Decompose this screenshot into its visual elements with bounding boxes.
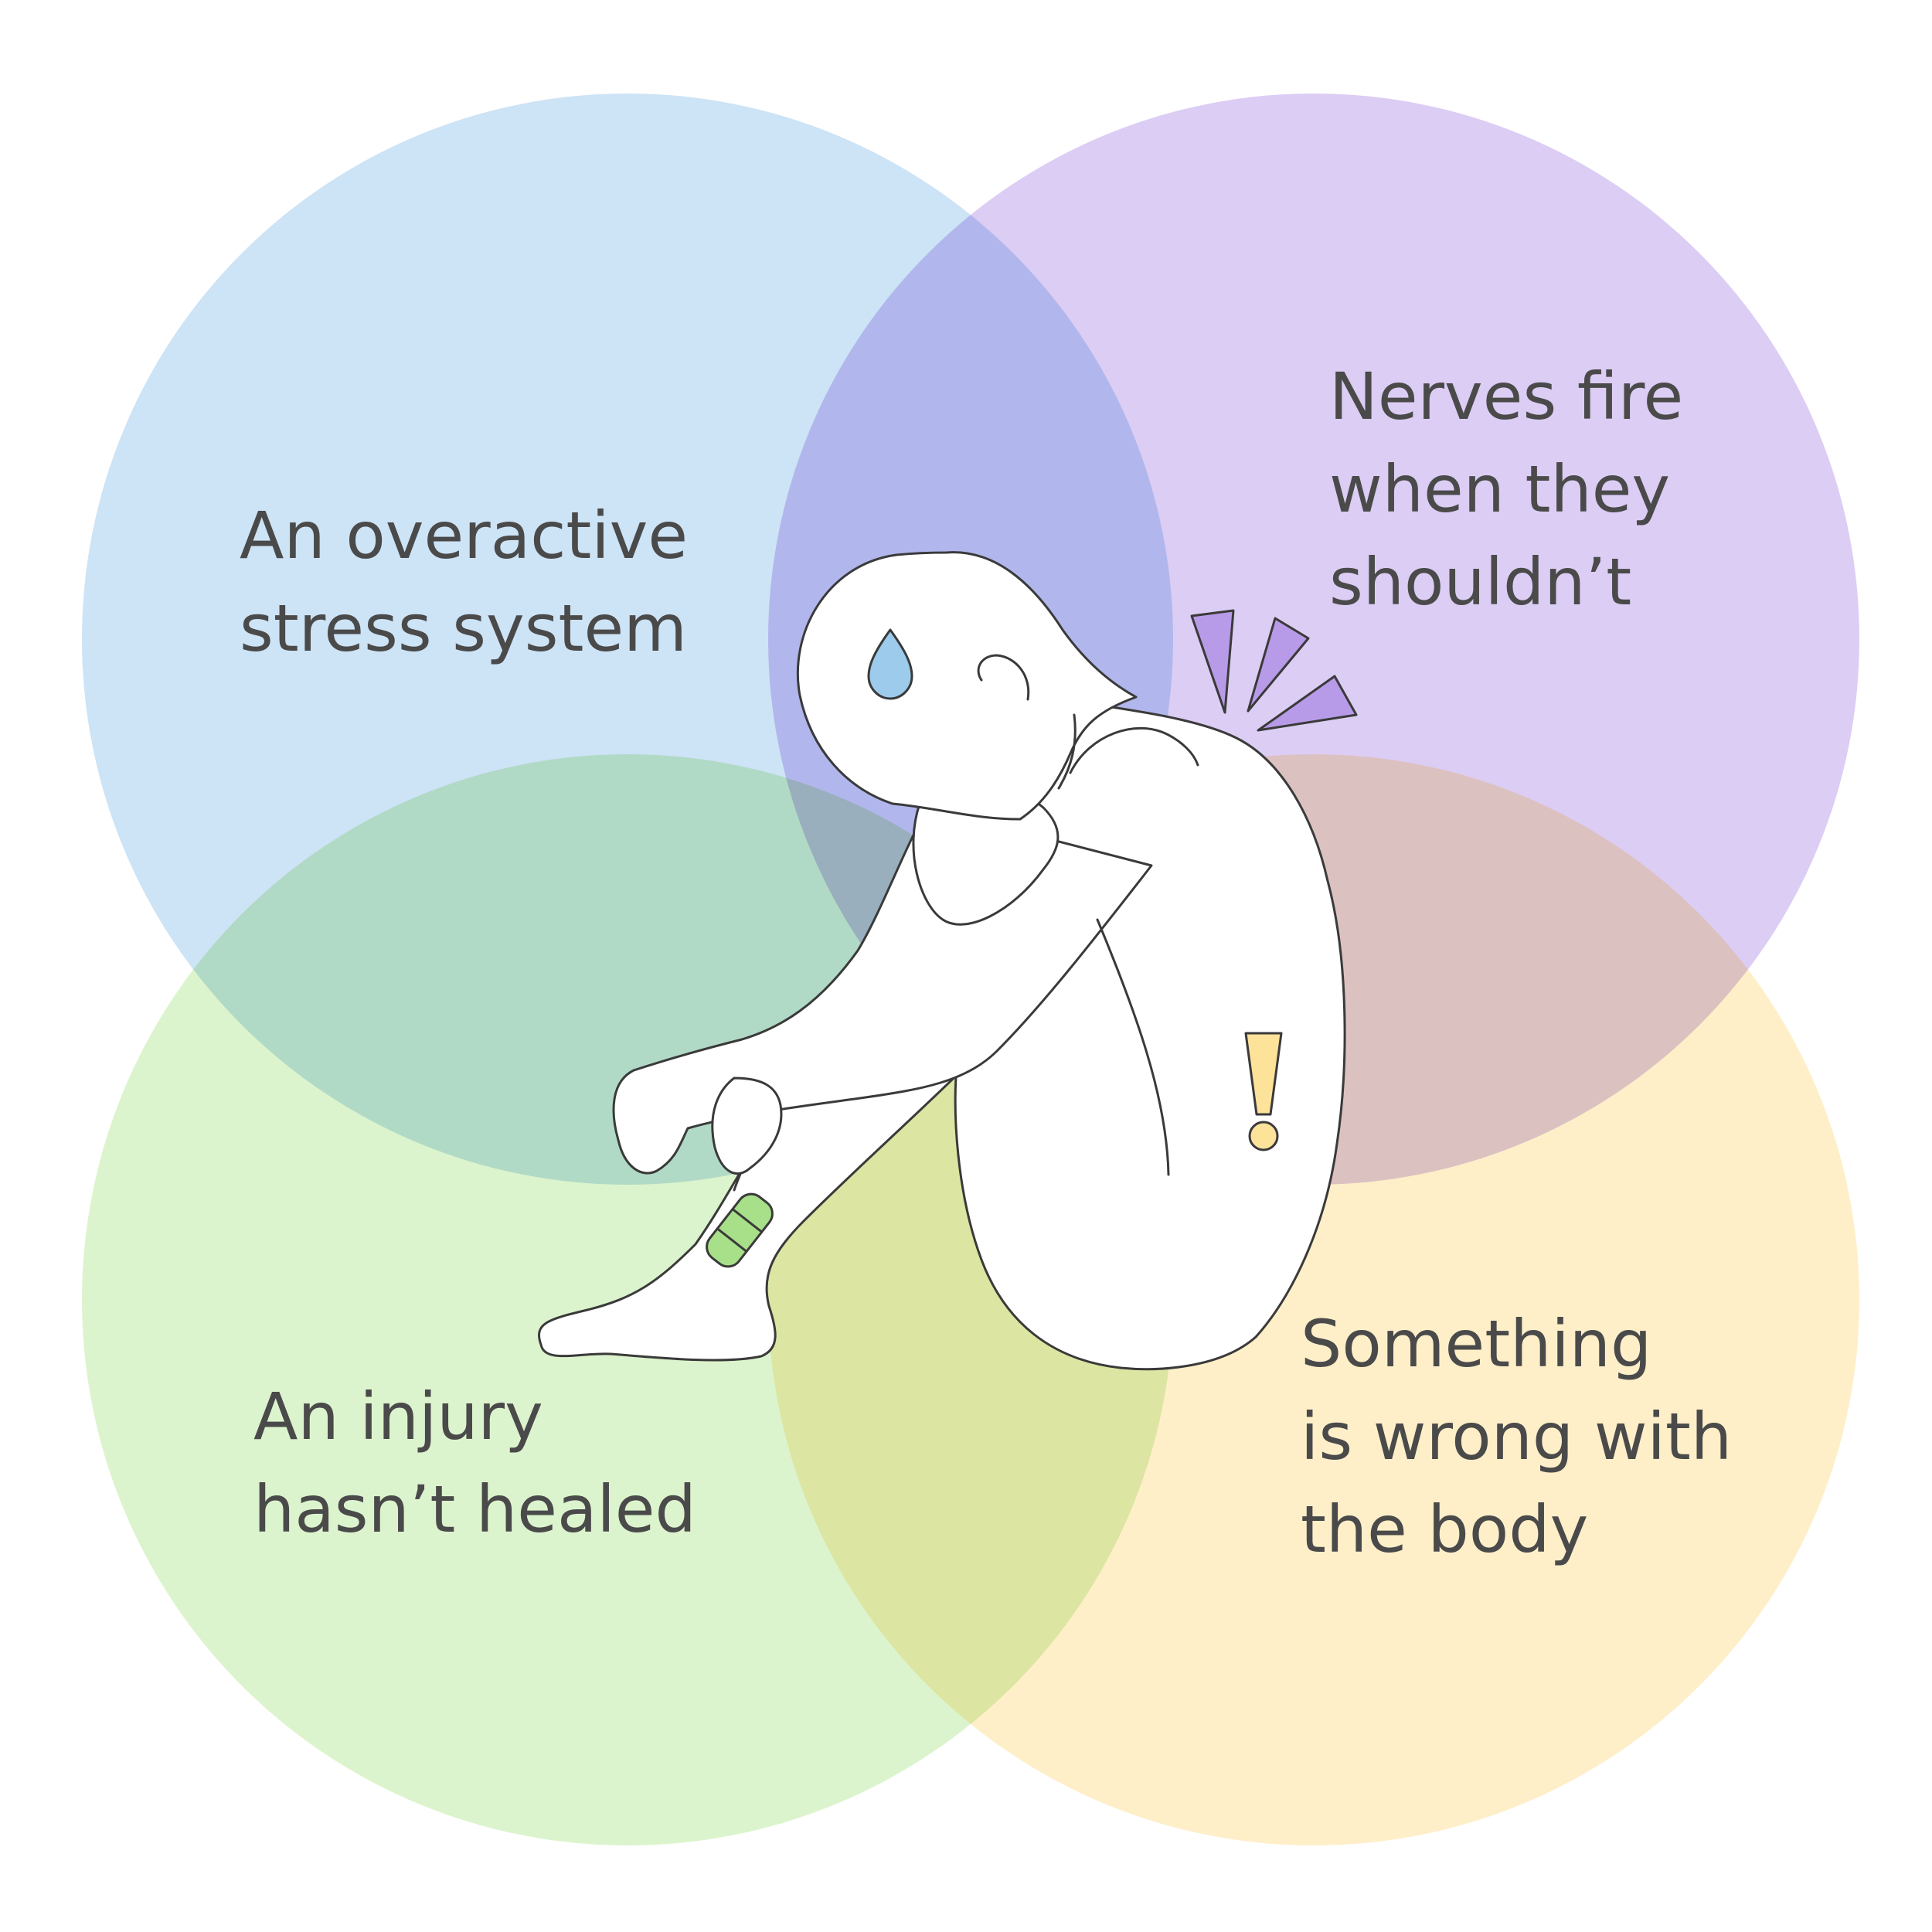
figure-ear: [977, 654, 1030, 701]
label-injury: An injury hasn’t healed: [253, 1379, 696, 1547]
bandage-pad-line-2: [716, 1227, 747, 1253]
figure-back-line: [1096, 918, 1170, 1176]
label-injury-line-1: An injury: [253, 1379, 543, 1454]
figure-shoulder: [1069, 726, 1199, 774]
sitting-figure: [538, 551, 1358, 1371]
figure-chin: [1057, 713, 1077, 790]
label-nerves-line-2: when they: [1329, 451, 1670, 527]
exclamation-dot: [1248, 1121, 1279, 1151]
label-nerves: Nerves fire when they shouldn’t: [1329, 359, 1683, 620]
pain-spike-1: [1190, 609, 1235, 714]
label-body: Something is wrong with the body: [1301, 1306, 1732, 1567]
figure-head: [796, 551, 1138, 821]
bandage-pad-line-1: [732, 1208, 763, 1233]
label-injury-line-2: hasn’t healed: [253, 1471, 696, 1547]
label-nerves-line-3: shouldn’t: [1329, 544, 1631, 620]
exclamation-bar: [1244, 1032, 1283, 1116]
label-nerves-line-1: Nerves fire: [1329, 359, 1683, 434]
label-stress: An overactive stress system: [240, 498, 688, 666]
label-body-line-2: is wrong with: [1301, 1399, 1732, 1475]
bandage-icon: [706, 1192, 774, 1268]
label-stress-line-1: An overactive: [240, 498, 688, 573]
pain-spikes-icon: [1190, 609, 1358, 732]
pain-spike-2: [1247, 617, 1310, 713]
pain-spike-3: [1257, 675, 1358, 732]
bandage-strip: [706, 1192, 774, 1268]
label-body-line-3: the body: [1301, 1492, 1588, 1567]
label-body-line-1: Something: [1301, 1306, 1651, 1382]
figure-hand: [711, 1077, 783, 1175]
label-stress-line-2: stress system: [240, 590, 687, 666]
teardrop-icon: [867, 628, 913, 700]
exclamation-icon: [1244, 1032, 1283, 1151]
